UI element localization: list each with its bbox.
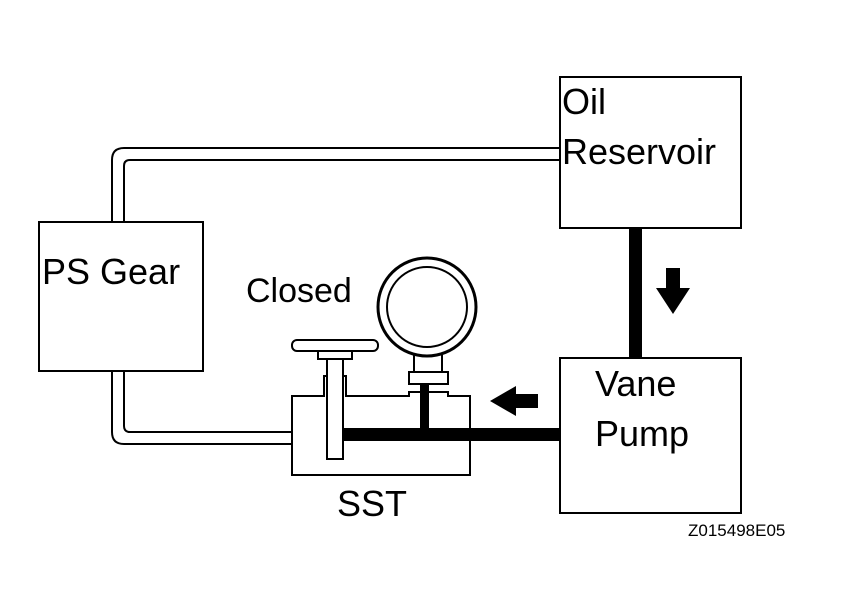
gauge-stem (420, 382, 429, 432)
gear-to-sst-hose-inner (123, 371, 292, 433)
vane-pump-label-line1: Vane (595, 363, 676, 404)
figure-code-label: Z015498E05 (688, 521, 785, 540)
pump-to-sst-line (330, 428, 560, 441)
valve-handle (291, 339, 379, 352)
vane-pump-box (559, 357, 742, 514)
valve-stem (326, 358, 344, 460)
flow-arrow-left-icon (490, 386, 538, 416)
vane-pump-label-line2: Pump (595, 413, 689, 454)
gear-to-sst-hose-outer (111, 371, 292, 445)
return-hose-inner (123, 159, 562, 222)
ps-gear-box (38, 221, 204, 372)
ps-gear-label: PS Gear (42, 251, 180, 292)
sst-label: SST (337, 483, 407, 524)
sst-body (291, 375, 471, 476)
reservoir-to-pump-line (629, 228, 642, 358)
valve-handle-neck (317, 350, 353, 360)
closed-label: Closed (246, 272, 352, 310)
oil-reservoir-box (559, 76, 742, 229)
gauge-fitting-lower (408, 371, 449, 385)
oil-reservoir-label-line2: Reservoir (562, 131, 716, 172)
return-hose-outer (111, 147, 562, 222)
pressure-gauge-inner (386, 266, 468, 348)
flow-arrow-down-icon (656, 268, 690, 314)
oil-reservoir-label-line1: Oil (562, 81, 606, 122)
